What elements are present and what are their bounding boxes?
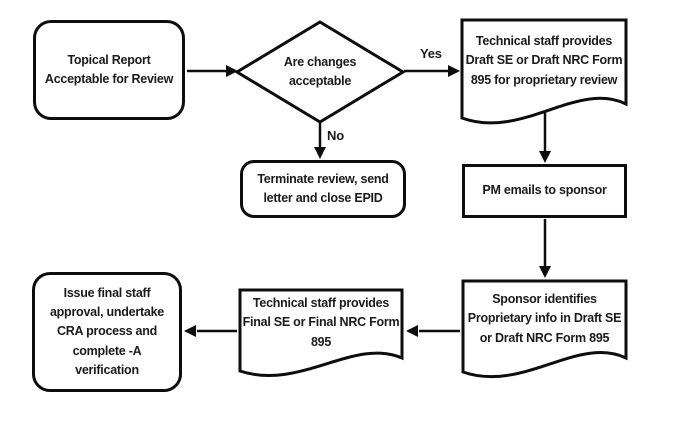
node-final-se-label: Technical staff provides Final SE or Fin… — [242, 295, 400, 349]
node-pm-emails-label: PM emails to sponsor — [482, 183, 607, 198]
node-sponsor-identifies-label: Sponsor identifies Proprietary info in D… — [467, 291, 622, 345]
draft-se-document-shape — [460, 18, 628, 125]
arrowhead-left-icon — [406, 325, 418, 337]
decision-diamond-shape — [234, 20, 406, 124]
node-issue-final-approval: Issue final staff approval, undertake CR… — [32, 272, 182, 392]
arrowhead-down-icon — [314, 147, 326, 159]
edge-label-yes: Yes — [420, 46, 442, 61]
sponsor-document-shape — [461, 279, 628, 379]
arrow-decision-no-to-terminate — [314, 123, 326, 159]
node-pm-emails: PM emails to sponsor — [462, 164, 627, 218]
node-terminate-review: Terminate review, send letter and close … — [240, 160, 406, 218]
arrow-pm-to-sponsor — [539, 219, 551, 278]
arrowhead-right-icon — [226, 65, 238, 77]
edge-label-no: No — [327, 128, 344, 143]
node-draft-se: Technical staff provides Draft SE or Dra… — [462, 22, 626, 100]
arrow-final-to-issue — [184, 325, 237, 337]
arrow-draft-to-pm — [539, 112, 551, 163]
node-draft-se-label: Technical staff provides Draft SE or Dra… — [465, 33, 623, 87]
node-final-se: Technical staff provides Final SE or Fin… — [240, 292, 402, 354]
arrow-topical-to-decision — [187, 65, 238, 77]
node-terminate-review-label: Terminate review, send letter and close … — [257, 171, 389, 205]
node-topical-report-label: Topical Report Acceptable for Review — [44, 52, 174, 86]
arrowhead-left-icon — [184, 325, 196, 337]
node-decision: Are changes acceptable — [248, 48, 392, 96]
arrow-decision-yes-to-draft — [404, 65, 460, 77]
arrowhead-down-icon — [539, 151, 551, 163]
node-issue-final-approval-label: Issue final staff approval, undertake CR… — [49, 285, 165, 378]
node-sponsor-identifies: Sponsor identifies Proprietary info in D… — [463, 283, 626, 355]
arrowhead-down-icon — [539, 266, 551, 278]
node-decision-label: Are changes acceptable — [283, 54, 357, 88]
arrowhead-right-icon — [448, 65, 460, 77]
final-se-document-shape — [238, 288, 404, 377]
node-topical-report: Topical Report Acceptable for Review — [33, 20, 185, 120]
arrow-sponsor-to-final — [406, 325, 460, 337]
